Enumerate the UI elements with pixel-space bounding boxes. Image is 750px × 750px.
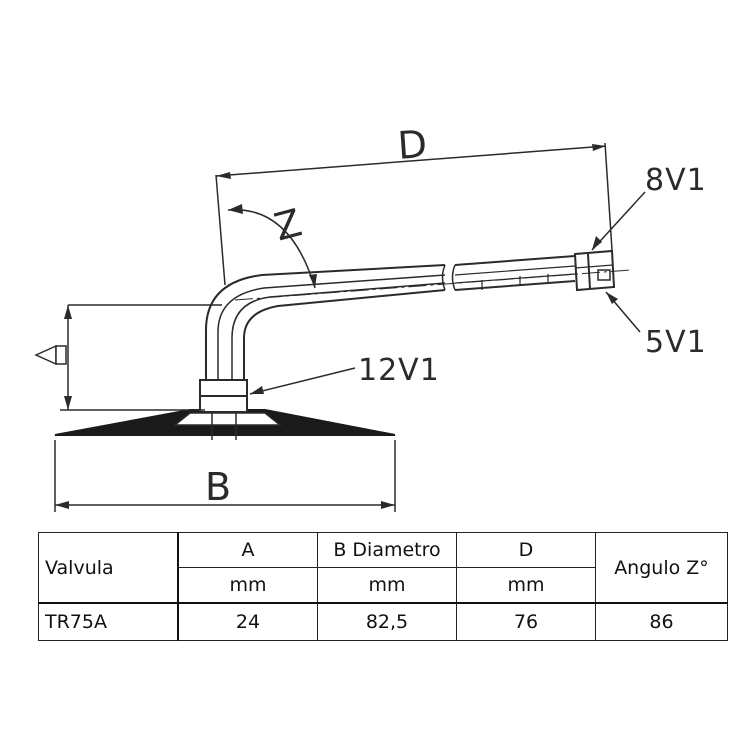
header-b: B Diametro (317, 532, 457, 568)
header-valve: Valvula (38, 532, 179, 604)
dimension-d-label: D (396, 122, 428, 168)
base-thread-label: 12V1 (358, 353, 440, 388)
angle-arc (227, 209, 316, 289)
table-units-row: mm mm mm (39, 567, 728, 604)
core-thread-label: 5V1 (645, 325, 707, 360)
unit-a: mm (177, 567, 318, 604)
cell-d: 76 (456, 602, 596, 641)
cell-angle: 86 (595, 602, 728, 641)
table-header-row: Valvula A B Diametro D Angulo Z° (38, 532, 728, 604)
header-d: D (456, 532, 596, 568)
cell-b: 82,5 (317, 602, 457, 641)
table-row: TR75A 24 82,5 76 86 (38, 602, 728, 641)
dimension-b-label: B (205, 465, 231, 509)
cell-a: 24 (177, 602, 318, 641)
header-angle: Angulo Z° (595, 532, 728, 604)
cap-thread-label: 8V1 (645, 163, 707, 198)
valve-technical-drawing: D B Z 8V1 5V1 12V1 (34, 122, 707, 512)
header-a: A (177, 532, 318, 568)
unit-d: mm (456, 567, 596, 604)
spec-table: Valvula A B Diametro D Angulo Z° mm mm m… (38, 532, 728, 641)
unit-b: mm (317, 567, 457, 604)
valve-stem-outline (205, 264, 446, 380)
dimension-a-marker (34, 344, 57, 366)
angle-z-label: Z (270, 200, 307, 249)
cell-valve: TR75A (38, 602, 179, 641)
